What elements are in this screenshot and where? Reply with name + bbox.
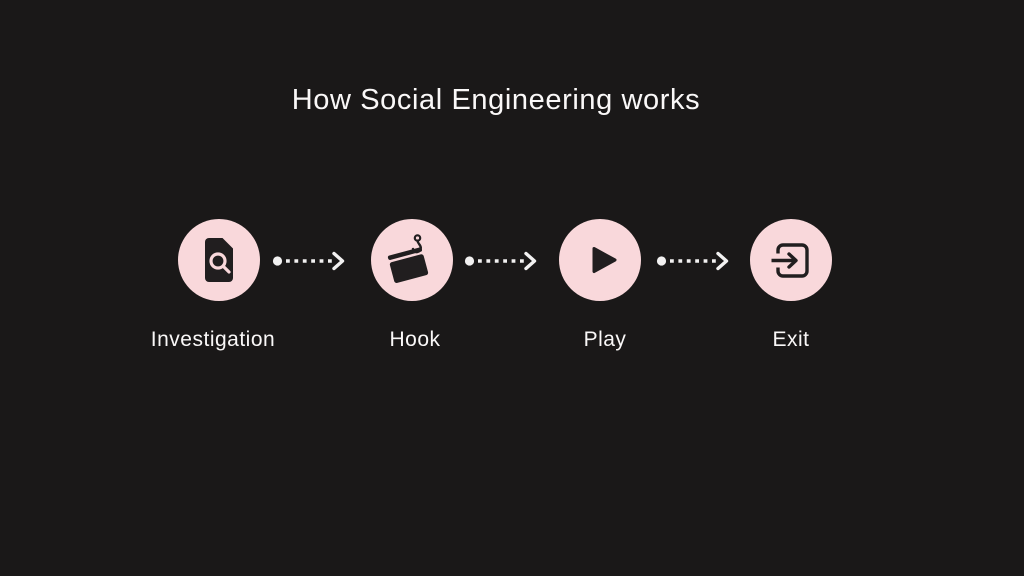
fishing-hook-window-icon: [387, 234, 429, 283]
play-icon: [592, 247, 617, 273]
step-label: Investigation: [150, 328, 276, 351]
step-circle-play: [559, 219, 641, 301]
step-label: Hook: [389, 328, 441, 351]
step-circle-investigation: [178, 219, 260, 301]
step-circle-exit: [750, 219, 832, 301]
dotted-arrow-connector: [464, 251, 537, 271]
document-search-icon: [205, 238, 233, 282]
step-label: Exit: [772, 328, 810, 351]
dotted-arrow-connector: [656, 251, 729, 271]
dotted-arrow-connector: [272, 251, 345, 271]
exit-arrow-icon: [771, 243, 809, 278]
slide-title: How Social Engineering works: [291, 84, 701, 116]
step-label: Play: [583, 328, 627, 351]
step-circle-hook: [371, 219, 453, 301]
